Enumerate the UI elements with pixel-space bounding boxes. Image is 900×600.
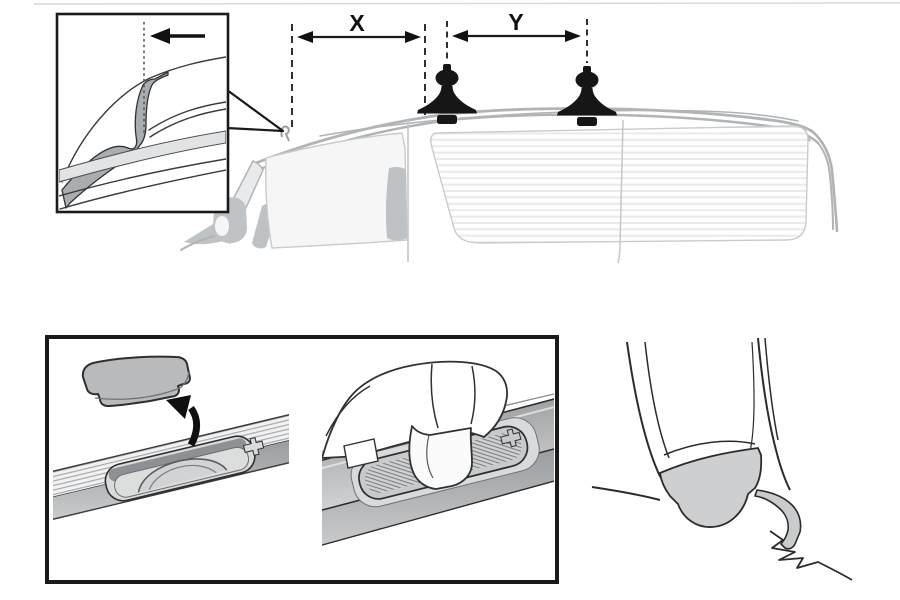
roof-surface-line: [319, 109, 799, 137]
roof-feet: [417, 64, 617, 126]
pillar-left-inner: [644, 341, 670, 459]
inset-roof-edge: [61, 56, 226, 183]
arrowhead-left-icon: [297, 31, 313, 43]
roof-foot-rear: [557, 66, 617, 126]
mirror-highlight: [215, 216, 229, 236]
front-fixpoint-mark: [280, 125, 290, 142]
foot-rear-knob: [575, 71, 599, 89]
foot-front-body: [417, 86, 477, 114]
fixpoint-detail-inset: [55, 12, 285, 214]
b-pillar-through-glass: [385, 166, 407, 241]
rail-top-edge: [53, 413, 289, 473]
cover-dome-inner: [148, 464, 217, 491]
cover-cap-thickness: [94, 371, 190, 400]
foot-front-knob: [435, 69, 459, 87]
rear-pillar-inner: [817, 142, 834, 230]
dimension-label-y: Y: [508, 9, 523, 35]
dimension-arrow-y: [452, 30, 581, 42]
rear-pillar-outer: [811, 130, 839, 233]
foot-arch-line: [325, 385, 371, 437]
inset-body-line-1: [59, 158, 226, 197]
callout-pointer: [225, 88, 285, 133]
cover-removal-panel: [53, 355, 289, 521]
foot-inner-line-1: [430, 363, 439, 429]
foot-rear-nub: [583, 66, 591, 73]
inset-rail-line-1: [148, 101, 226, 131]
body-line: [591, 486, 661, 501]
inset-content: [59, 22, 226, 210]
arrowhead-left-icon: [452, 30, 468, 42]
left-arrow-icon: [150, 28, 205, 44]
pillar-left-outer: [626, 341, 667, 485]
foot-pad: [659, 447, 763, 528]
dimension-label-x: X: [349, 10, 365, 36]
cutaway-zigzag: [769, 530, 853, 581]
pillar-right-inner-2: [749, 341, 755, 453]
cargo-window: [430, 125, 809, 244]
clamp-strap: [408, 425, 473, 490]
clamp-fitting-panel: [322, 360, 554, 546]
van-side-view: [180, 107, 839, 264]
foot-inner-line-2: [470, 365, 476, 425]
dimension-annotations: X Y: [291, 9, 588, 131]
recess-tab: [242, 437, 265, 456]
pillar-right-inner: [764, 337, 779, 441]
curved-up-arrow-icon: [166, 395, 201, 447]
foot-front-nub: [443, 64, 451, 71]
foot-front-clamp: [437, 115, 457, 124]
arrowhead-right-icon: [405, 31, 421, 43]
inset-body-line-2: [59, 169, 226, 210]
recess-tab: [500, 428, 522, 448]
bonnet-line: [180, 235, 215, 251]
page-edge-hairline: [33, 2, 900, 5]
door-pillar-seal-detail: [591, 337, 853, 581]
foot-rear-clamp: [577, 117, 597, 126]
pillar-right-outer: [757, 337, 791, 491]
rail-bottom-edge: [53, 461, 289, 521]
fixpoint-recess: [104, 435, 265, 502]
fitting-steps-box: [45, 335, 559, 584]
foot-flange-tab: [343, 438, 379, 469]
roof-foot-front: [417, 64, 477, 124]
arrowhead-right-icon: [565, 30, 581, 42]
inset-rail-line-2: [149, 108, 226, 138]
front-door-window: [265, 132, 408, 249]
roof-drip-rail-upper: [254, 107, 815, 165]
foot-rear-body: [557, 88, 617, 116]
sliding-door-seam: [617, 119, 624, 264]
dimension-arrow-x: [297, 31, 421, 43]
pillar-face-curve: [663, 440, 756, 456]
inset-body-band: [59, 130, 226, 183]
clamp-strap-fold: [426, 434, 434, 479]
seal-channel: [754, 489, 802, 550]
